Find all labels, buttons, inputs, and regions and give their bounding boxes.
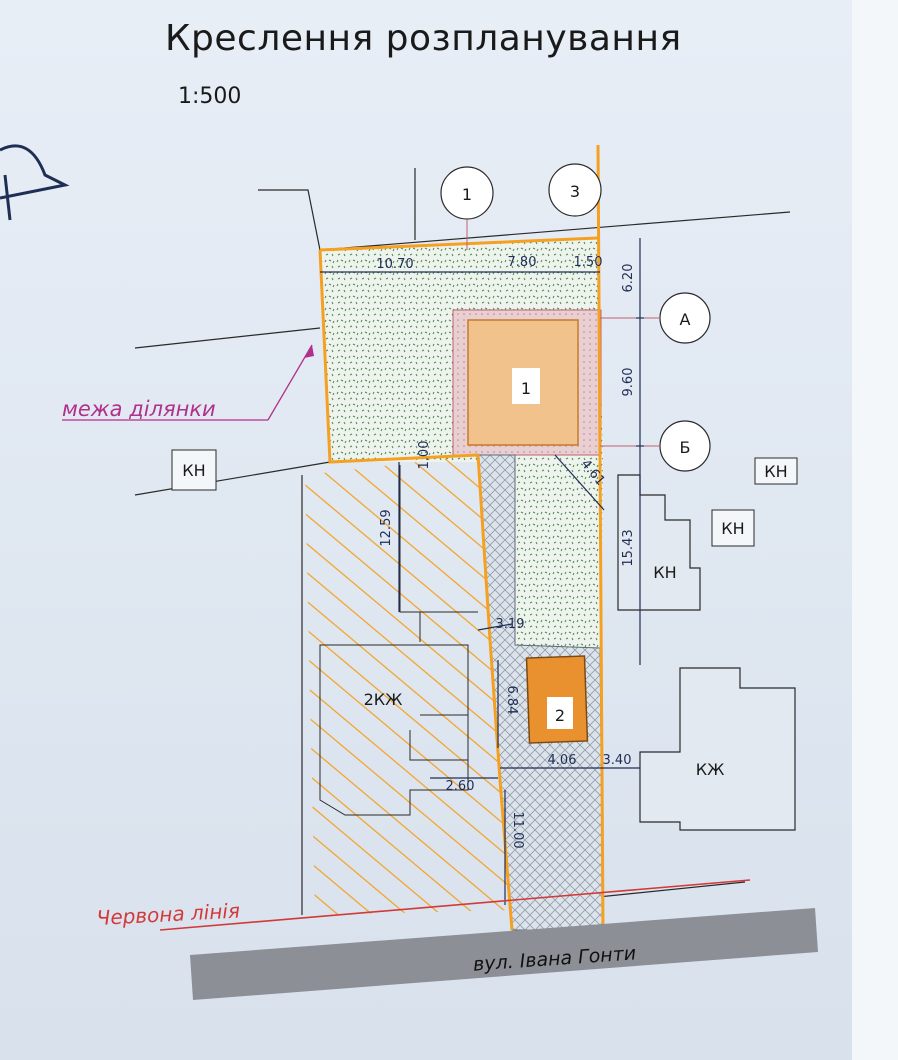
kh-label-neighbor: КН [653, 563, 676, 582]
axis-markers [440, 163, 711, 472]
scale-label: 1:500 [178, 84, 242, 109]
north-arrow-icon [0, 144, 70, 221]
green-area-lower [510, 462, 603, 648]
dim-6-84: 6.84 [504, 686, 519, 715]
site-boundary [318, 144, 605, 931]
dim-6-20: 6.20 [621, 264, 636, 293]
dim-15-43: 15.43 [621, 529, 636, 566]
building-1-label: 1 [521, 379, 531, 398]
dim-2-60: 2.60 [446, 779, 475, 794]
dim-3-19: 3.19 [496, 617, 525, 632]
dim-12-59: 12.59 [379, 509, 394, 546]
dim-1-50: 1.50 [574, 255, 603, 270]
kh-label-mid: КН [721, 519, 744, 538]
dim-7-80: 7.80 [508, 255, 537, 270]
dim-11-00: 11.00 [510, 811, 525, 848]
axis-b-label: Б [680, 438, 691, 457]
axis-a-label: А [680, 310, 691, 329]
dim-4-06: 4.06 [548, 753, 577, 768]
neighbor-buildings [617, 474, 796, 831]
red-line [159, 879, 751, 931]
kh-label-left: КН [182, 461, 205, 480]
building-2-label: 2 [555, 706, 565, 725]
dimension-lines [320, 238, 644, 905]
building-1-label-box [512, 368, 540, 404]
dim-9-60: 9.60 [621, 368, 636, 397]
kh-labels [171, 449, 798, 547]
dim-1-00: 1.00 [417, 441, 432, 470]
hatched-area-2kzh [305, 455, 512, 915]
building-2-label-box [547, 697, 573, 729]
kzh2-label: 2КЖ [364, 690, 403, 709]
street-band [190, 908, 818, 1000]
boundary-callout [62, 344, 314, 421]
dim-10-70: 10.70 [376, 257, 413, 272]
kh-label-right: КН [764, 462, 787, 481]
page-edge [852, 0, 898, 1060]
dim-3-40: 3.40 [603, 753, 632, 768]
kzh-label: КЖ [696, 760, 725, 779]
axis-3-label: 3 [570, 182, 580, 201]
neighbor-2kzh-outline [319, 465, 478, 816]
boundary-label: межа ділянки [62, 397, 216, 421]
axis-1-label: 1 [462, 185, 472, 204]
drawing-title: Креслення розпланування [165, 18, 682, 59]
